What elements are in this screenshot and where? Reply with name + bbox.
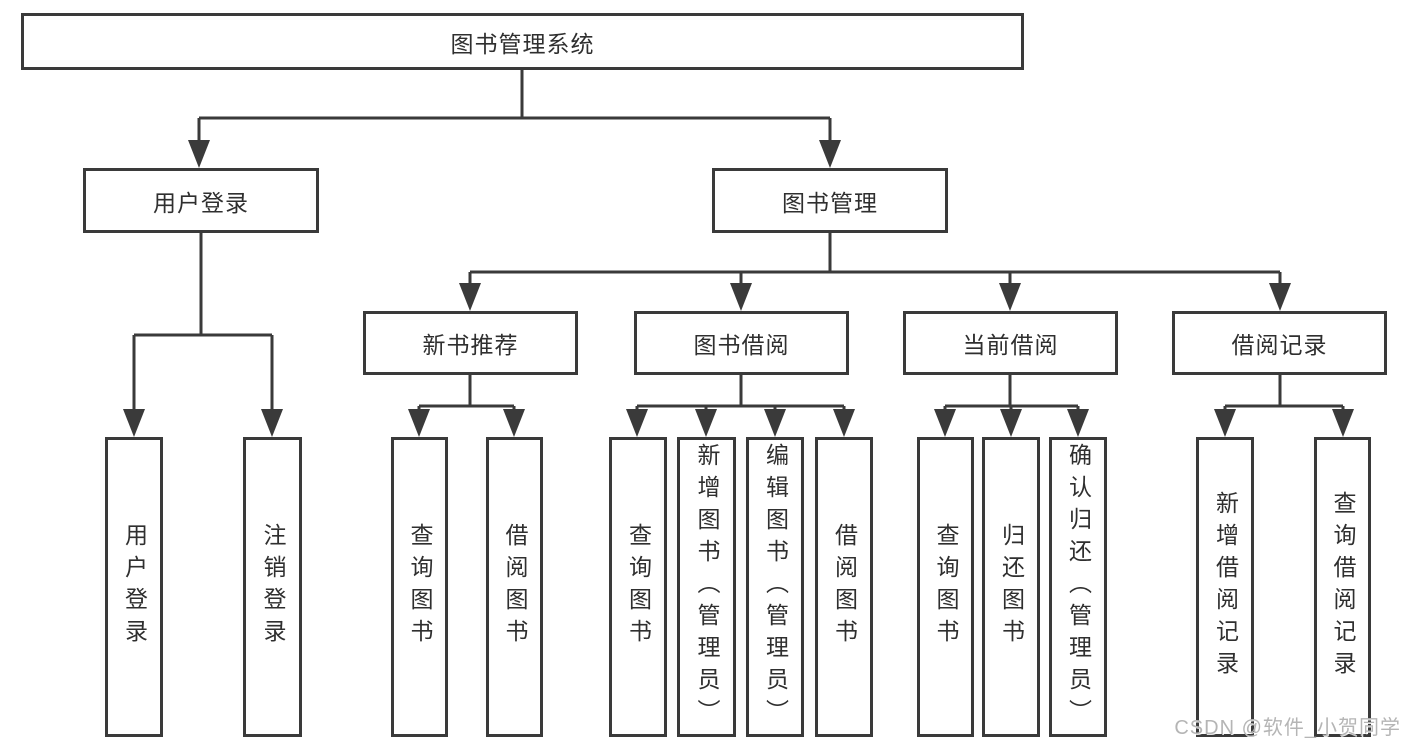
leaf-newbook-query-books: 查询图书 (391, 437, 448, 737)
node-new-book-recommend: 新书推荐 (363, 311, 578, 375)
node-user-login: 用户登录 (83, 168, 319, 233)
leaf-borrowing-query-books: 查询图书 (609, 437, 667, 737)
leaf-current-query-books: 查询图书 (917, 437, 974, 737)
leaf-borrowing-borrow-books: 借阅图书 (815, 437, 873, 737)
leaf-borrowing-edit-books-admin: 编辑图书（管理员） (746, 437, 804, 737)
node-book-management: 图书管理 (712, 168, 948, 233)
leaf-borrowing-add-books-admin: 新增图书（管理员） (677, 437, 736, 737)
leaf-records-query-record: 查询借阅记录 (1314, 437, 1371, 737)
leaf-records-add-record: 新增借阅记录 (1196, 437, 1254, 737)
node-book-management-system: 图书管理系统 (21, 13, 1024, 70)
leaf-current-confirm-return-admin: 确认归还（管理员） (1049, 437, 1107, 737)
leaf-newbook-borrow-books: 借阅图书 (486, 437, 543, 737)
node-borrowing-records: 借阅记录 (1172, 311, 1387, 375)
leaf-logout: 注销登录 (243, 437, 302, 737)
leaf-current-return-books: 归还图书 (982, 437, 1040, 737)
node-current-borrowing: 当前借阅 (903, 311, 1118, 375)
leaf-user-login: 用户登录 (105, 437, 163, 737)
watermark: CSDN @软件_小贺同学 (1174, 717, 1401, 739)
node-book-borrowing: 图书借阅 (634, 311, 849, 375)
